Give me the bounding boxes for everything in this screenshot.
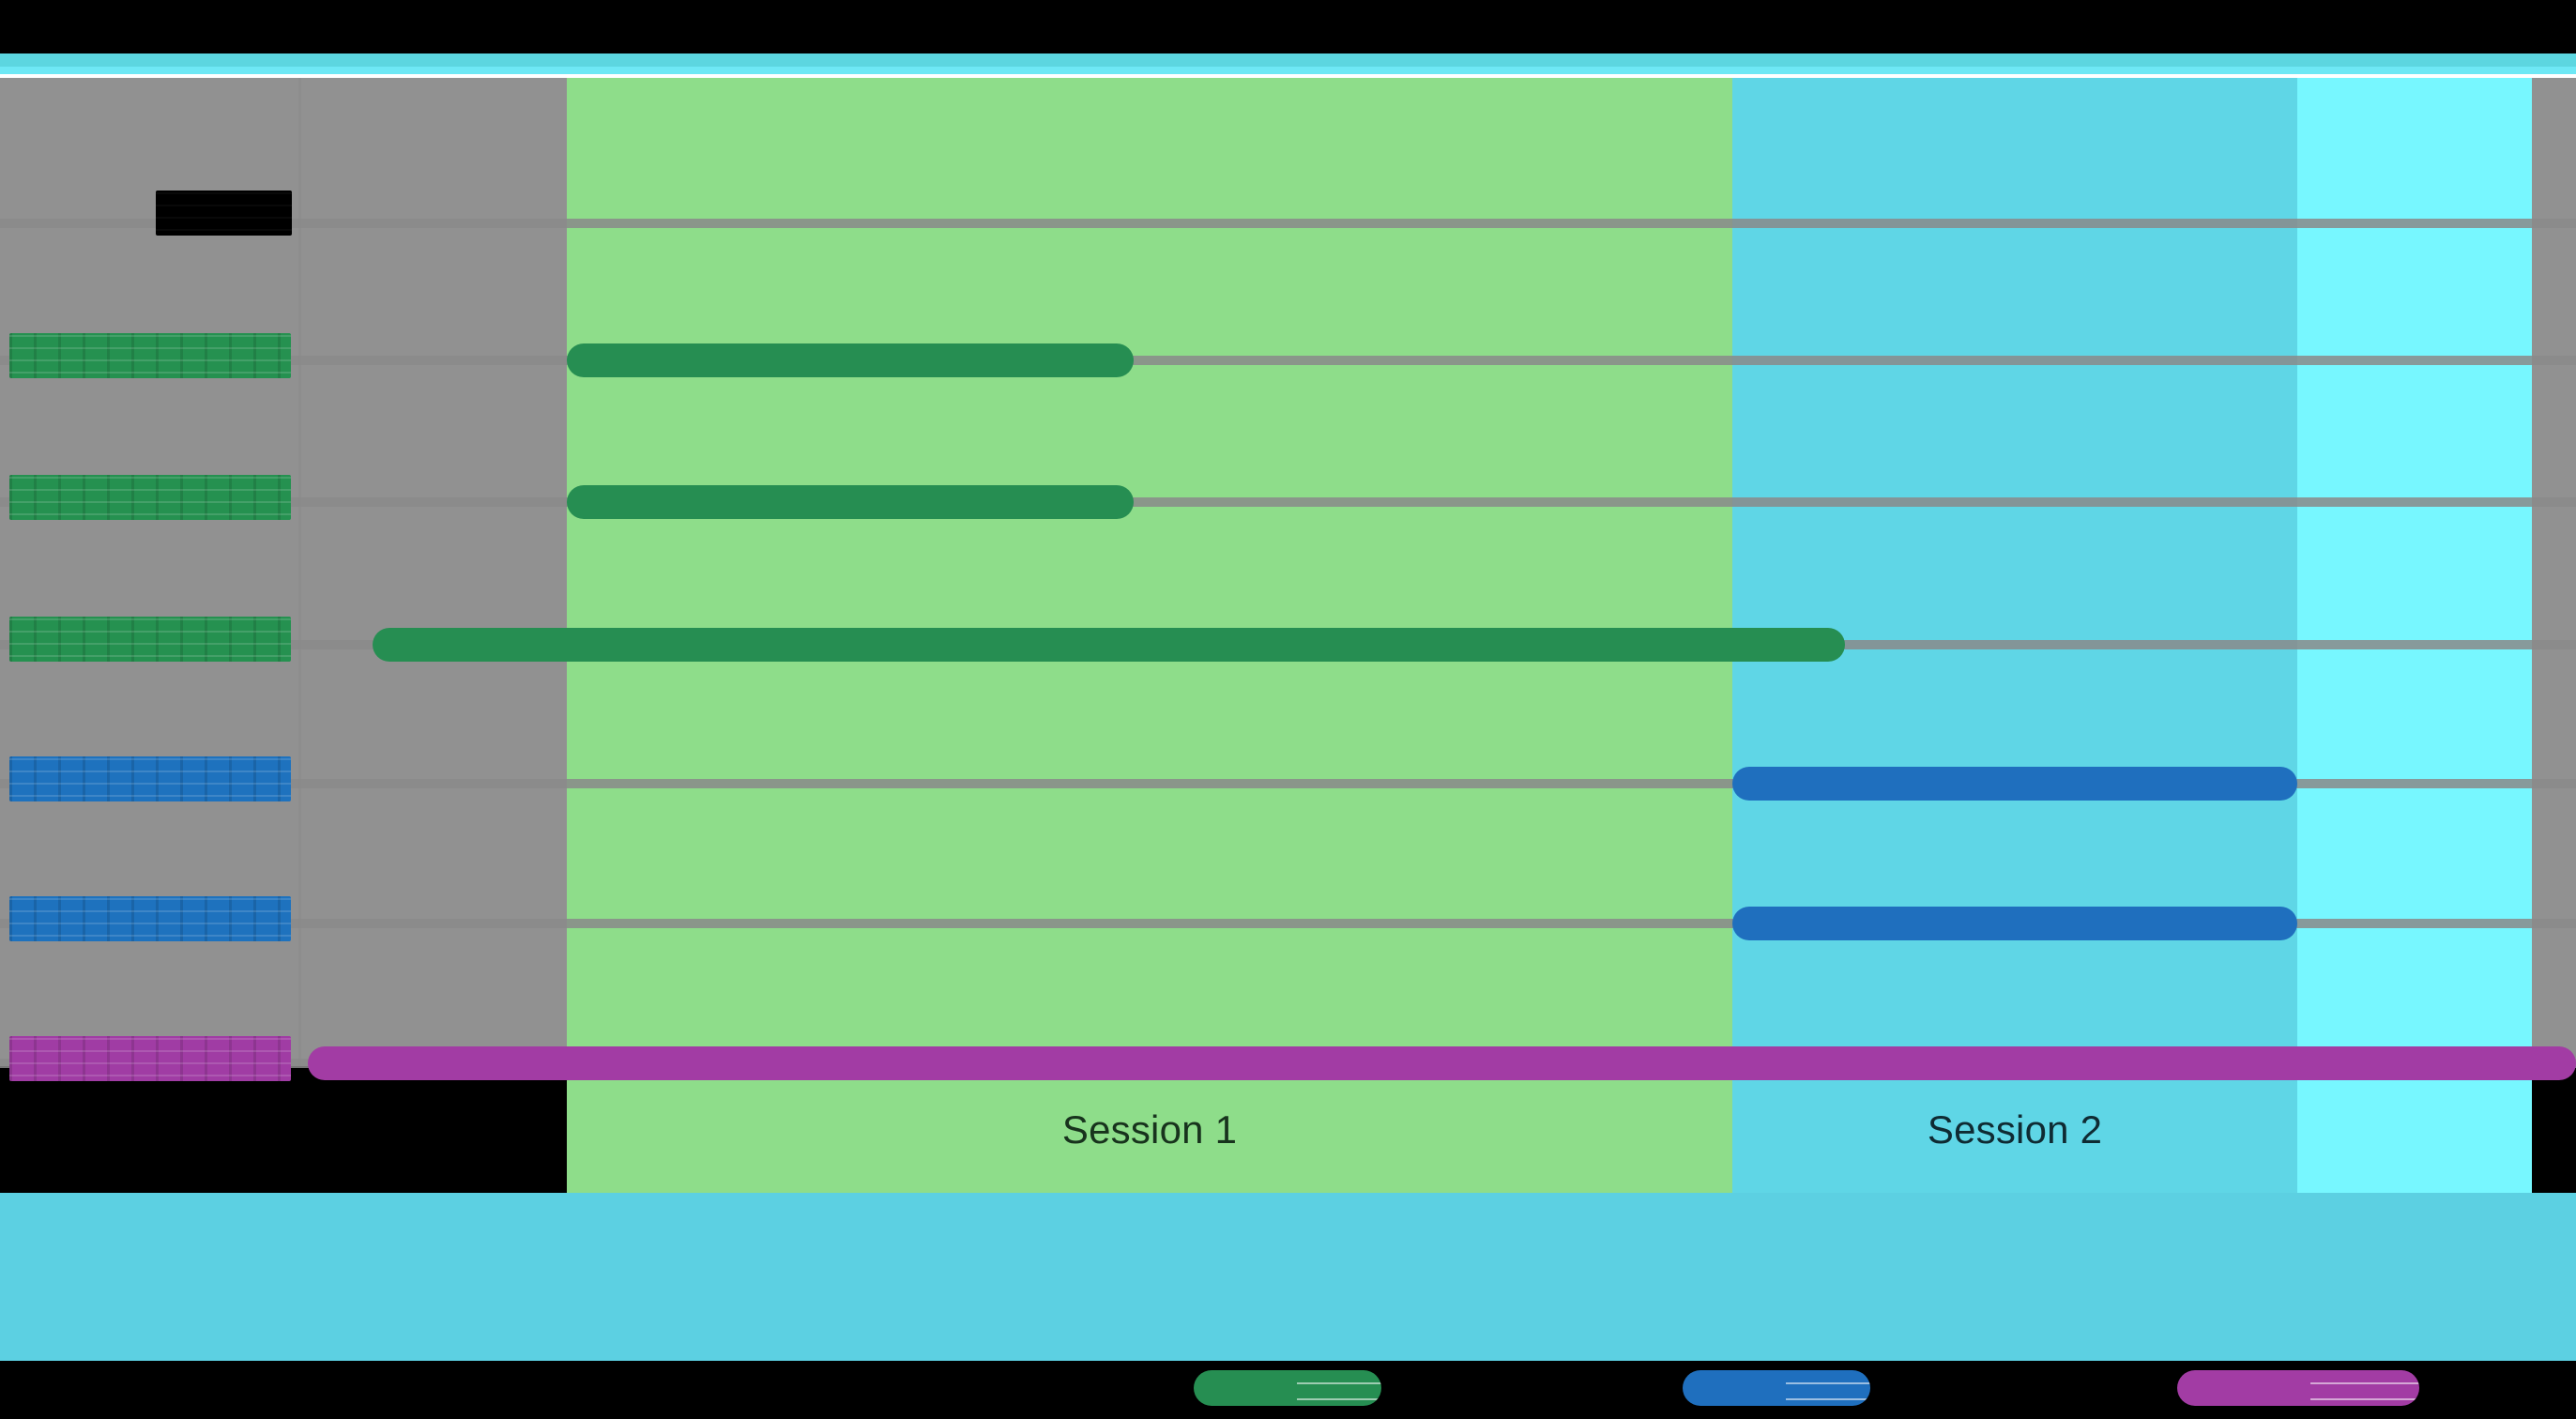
gutter-divider [298,78,301,1066]
task-bar-dataset-a2[interactable] [567,485,1134,519]
task-bar-dataset-a1[interactable] [567,343,1134,377]
footer-cyan-band [0,1193,2576,1361]
session-band-2-right [2297,78,2532,1193]
row-baseline [0,779,2576,788]
row-label-dataset-b2: DatasetB2 [9,896,291,941]
top-cyan-strip-inner [0,67,2576,74]
row-baseline [0,919,2576,928]
task-bar-dataset-c1[interactable] [308,1046,2576,1080]
legend-item-group-c[interactable]: [REDACTED] [2177,1370,2419,1406]
row-baseline [0,219,2576,228]
task-bar-dataset-b1[interactable] [1732,767,2297,801]
row-label-dataset-a2: DatasetA2 [9,475,291,520]
row-baseline [0,497,2576,507]
right-gutter-sliver [2532,78,2576,1066]
legend-item-group-a[interactable]: [REDACTED] [1194,1370,1381,1406]
letterbox-top [0,0,2576,53]
row-label-dataset-b1: DatasetB1 [9,756,291,801]
task-bar-dataset-b2[interactable] [1732,907,2297,940]
task-bar-dataset-a3[interactable] [373,628,1845,662]
top-cyan-strip [0,53,2576,67]
row-baseline [0,356,2576,365]
chart-title-redacted: [REDACTED] [156,191,292,236]
plot-frame: [REDACTED] DatasetA1 DatasetA2 DatasetA3… [0,78,2576,1193]
session-label-2: Session 2 [1927,1106,2103,1152]
row-label-dataset-a3: DatasetA3 [9,617,291,662]
legend-item-group-b[interactable]: [REDACTED] [1683,1370,1870,1406]
row-label-dataset-a1: DatasetA1 [9,333,291,378]
chart-legend: [REDACTED] [REDACTED] [REDACTED] [0,1361,2576,1419]
session-label-1: Session 1 [1061,1106,1238,1152]
row-label-dataset-c1: DatasetC1 [9,1036,291,1081]
top-hairline-divider [0,74,2576,78]
